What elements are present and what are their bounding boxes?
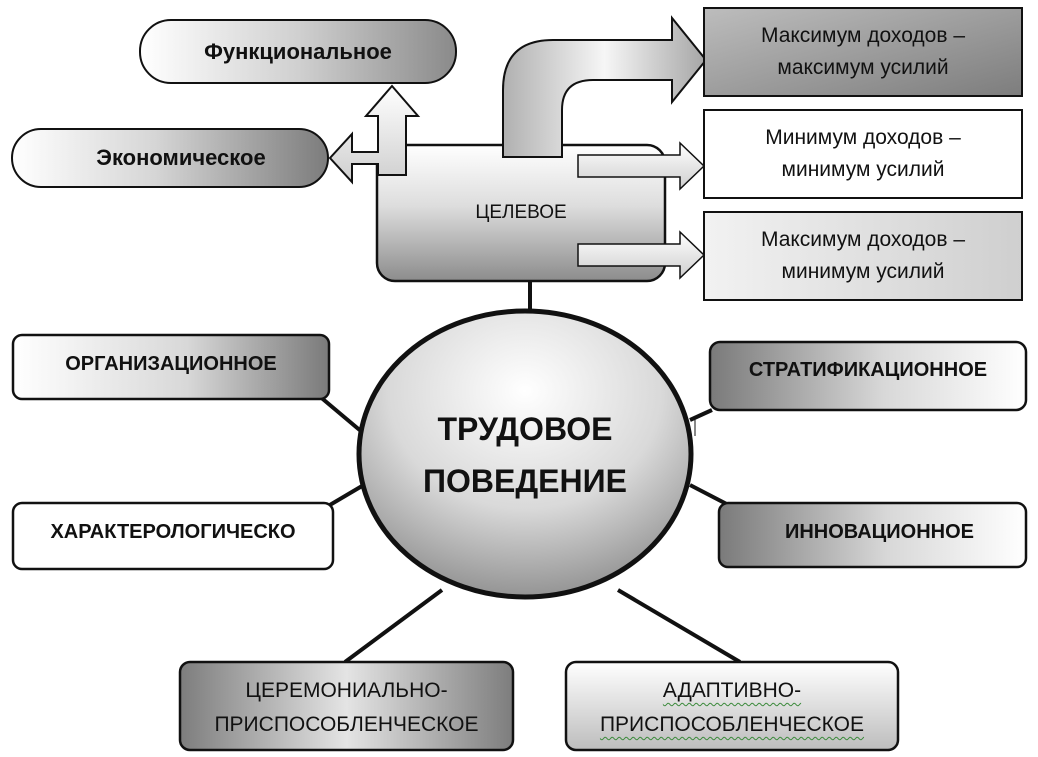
target-label: ЦЕЛЕВОЕ: [475, 202, 567, 223]
innovative-label: ИННОВАЦИОННОЕ: [784, 520, 975, 543]
strategy-2-line1: Минимум доходов –: [765, 126, 961, 149]
strategy-2-line2: минимум усилий: [781, 158, 945, 181]
strategy-1-line2: максимум усилий: [777, 56, 949, 79]
stratification-label: СТРАТИФИКАЦИОННОЕ: [748, 358, 988, 381]
connector-adaptive: [616, 588, 742, 664]
economic-label: Экономическое: [96, 145, 266, 170]
adaptive-line1: АДАПТИВНО-: [662, 679, 802, 702]
center-circle: [356, 308, 694, 600]
strategy-3-line1: Максимум доходов –: [760, 228, 966, 251]
strategy-box-2: [703, 109, 1023, 199]
center-title-line1: ТРУДОВОЕ: [437, 411, 613, 447]
elbow-arrow: [328, 84, 421, 185]
characterological-label: ХАРАКТЕРОЛОГИЧЕСКО: [50, 520, 296, 543]
innovative-box: [717, 501, 1028, 569]
arrow-max-min: [577, 230, 706, 280]
connector-organizational: [316, 393, 364, 434]
ceremonial-label: ЦЕРЕМОНИАЛЬНО- ПРИСПОСОБЛЕНЧЕСКОЕ: [180, 670, 513, 746]
strategy-1-line1: Максимум доходов –: [760, 24, 966, 47]
adaptive-box: [564, 660, 900, 752]
strategy-text-2: Минимум доходов – минимум усилий: [704, 110, 1022, 198]
economic-pill: [11, 128, 329, 188]
organizational-box: [11, 333, 331, 401]
arrow-min-min: [577, 141, 706, 191]
ceremonial-line2: ПРИСПОСОБЛЕНЧЕСКОЕ: [214, 713, 479, 736]
functional-label: Функциональное: [204, 38, 392, 64]
connector-stratification: [689, 408, 713, 422]
strategy-3-line2: минимум усилий: [781, 260, 945, 283]
characterological-box: [11, 501, 335, 571]
organizational-label: ОРГАНИЗАЦИОННОЕ: [65, 352, 277, 375]
adaptive-line2: ПРИСПОСОБЛЕНЧЕСКОЕ: [599, 713, 865, 736]
functional-pill: [139, 19, 457, 84]
stratification-box: [708, 340, 1028, 412]
connector-ceremonial: [343, 588, 444, 664]
center-title-line2: ПОВЕДЕНИЕ: [423, 463, 627, 499]
strategy-box-1: [703, 7, 1023, 97]
strategy-text-3: Максимум доходов – минимум усилий: [704, 212, 1022, 300]
curved-arrow-max-max: [502, 15, 708, 158]
center-title: ТРУДОВОЕ ПОВЕДЕНИЕ: [360, 395, 690, 515]
strategy-box-3: [703, 211, 1023, 301]
ceremonial-line1: ЦЕРЕМОНИАЛЬНО-: [245, 679, 448, 702]
strategy-text-1: Максимум доходов – максимум усилий: [704, 8, 1022, 96]
adaptive-label: АДАПТИВНО- ПРИСПОСОБЛЕНЧЕСКОЕ: [566, 670, 898, 746]
ceremonial-box: [178, 660, 515, 752]
